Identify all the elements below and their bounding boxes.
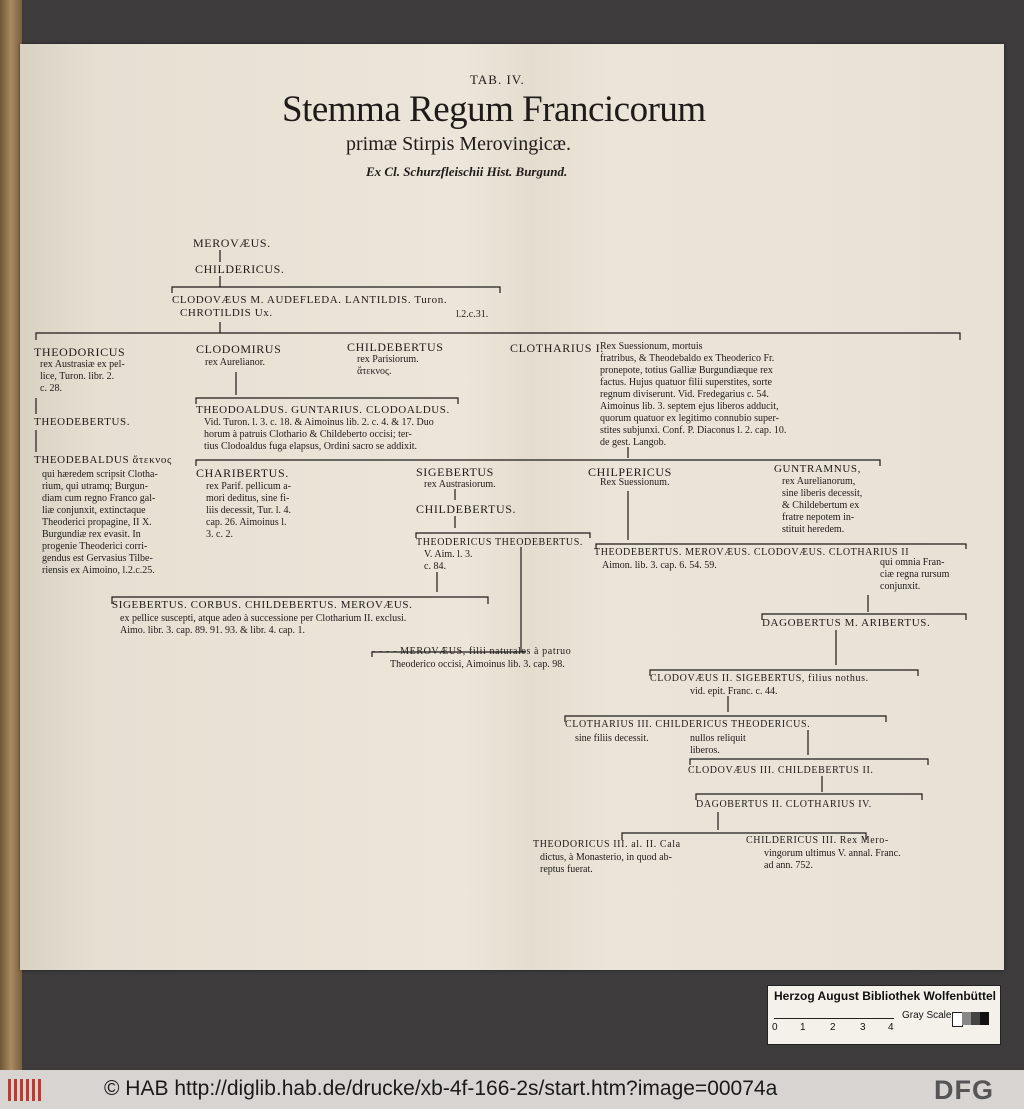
color-reference-card: Herzog August Bibliothek Wolfenbüttel 0 … [767, 985, 1001, 1045]
table-label: TAB. IV. [470, 72, 525, 87]
ruler-number: 3 [860, 1022, 866, 1033]
tree-connector-lines [35, 250, 967, 840]
node-childericus-3-note: vingorum ultimus V. annal. Franc. ad ann… [764, 848, 901, 871]
gray-swatch [962, 1012, 971, 1025]
page-title: Stemma Regum Francicorum [282, 89, 706, 130]
node-theodebaldus-note: qui hæredem scripsit Clotha- rium, qui u… [42, 469, 158, 576]
library-name: Herzog August Bibliothek Wolfenbüttel [774, 989, 996, 1003]
node-theodericus-ref: V. Aim. l. 3. c. 84. [424, 549, 473, 572]
node-clotharius-note-first: Rex Suessionum, mortuis fratribus, & The… [600, 341, 787, 448]
dfg-logo: DFG [934, 1075, 994, 1105]
node-clotharius-3: CLOTHARIUS III. CHILDERICUS THEODERICUS. [565, 719, 811, 730]
node-childericus-note: nullos reliquit liberos. [690, 733, 746, 756]
ruler-number: 1 [800, 1022, 806, 1033]
ruler-number: 4 [888, 1022, 894, 1033]
node-charibertus-note: rex Parif. pellicum a- mori deditus, sin… [206, 481, 292, 540]
node-dagobertus: DAGOBERTUS M. ARIBERTUS. [762, 617, 931, 629]
copyright-url: © HAB http://diglib.hab.de/drucke/xb-4f-… [104, 1077, 778, 1100]
scanned-page [20, 44, 1004, 970]
footer-bar: © HAB http://diglib.hab.de/drucke/xb-4f-… [0, 1070, 1024, 1109]
ruler-number: 2 [830, 1022, 836, 1033]
node-chrotildis: CHROTILDIS Ux. [180, 307, 273, 319]
node-clodovaeus: CLODOVÆUS M. AUDEFLEDA. LANTILDIS. Turon… [172, 294, 448, 306]
node-theodebertus-ref: Aimon. lib. 3. cap. 6. 54. 59. [602, 560, 717, 571]
book-spine [0, 0, 22, 1070]
node-theodebertus: THEODEBERTUS. [34, 416, 131, 428]
node-clodovaeus-2: CLODOVÆUS II. SIGEBERTUS, filius nothus. [650, 673, 869, 684]
node-merovaeus-naturales-note: Theoderico occisi, Aimoinus lib. 3. cap.… [390, 659, 565, 670]
node-sigebertus: SIGEBERTUS [416, 465, 494, 479]
node-theodoricus-3: THEODORICUS III. al. II. Cala [533, 839, 681, 850]
node-childebertus-note: rex Parisiorum. ἄτεκνος. [357, 354, 419, 377]
scale-ruler [774, 1008, 894, 1019]
source-citation: Ex Cl. Schurzfleischii Hist. Burgund. [366, 164, 568, 179]
node-guntramnus-note: rex Aurelianorum, sine liberis decessit,… [782, 476, 863, 535]
node-theodoricus: THEODORICUS [34, 345, 126, 359]
page-subtitle: primæ Stirpis Merovingicæ. [346, 133, 571, 155]
node-clotharius-3-note: sine filiis decessit. [575, 733, 649, 744]
gray-swatch [971, 1012, 980, 1025]
node-theodoaldus: THEODOALDUS. GUNTARIUS. CLODOALDUS. [196, 404, 450, 416]
node-clodomirus: CLODOMIRUS [196, 342, 282, 356]
library-logo-icon [8, 1079, 41, 1101]
node-sigebertus-note: rex Austrasiorum. [424, 479, 496, 490]
node-chrotildis-ref: l.2.c.31. [456, 309, 489, 320]
node-guntramnus: GUNTRAMNUS, [774, 463, 861, 475]
node-sigebertus-corbus: SIGEBERTUS. CORBUS. CHILDEBERTUS. MEROVÆ… [112, 599, 413, 611]
node-merovaeus-naturales: - - - - MEROVÆUS, filii naturales à patr… [372, 646, 572, 657]
node-childericus: CHILDERICUS. [195, 262, 285, 276]
node-childebertus: CHILDEBERTUS [347, 340, 444, 354]
node-theodoricus-3-note: dictus, à Monasterio, in quod ab- reptus… [540, 852, 672, 875]
gray-scale-label: Gray Scale [902, 1010, 952, 1021]
node-theodoaldus-note: Vid. Turon. l. 3. c. 18. & Aimoinus lib.… [204, 417, 434, 452]
ruler-number: 0 [772, 1022, 778, 1033]
node-dagobertus-2: DAGOBERTUS II. CLOTHARIUS IV. [696, 799, 872, 810]
node-theodericus-theodebertus: THEODERICUS THEODEBERTUS. [416, 537, 583, 548]
node-sigebertus-corbus-note: ex pellice suscepti, atque adeo à succes… [120, 613, 407, 636]
node-clodovaeus-2-note: vid. epit. Franc. c. 44. [690, 686, 778, 697]
node-chilpericus-note: Rex Suessionum. [600, 477, 670, 488]
node-charibertus: CHARIBERTUS. [196, 466, 289, 480]
node-clotharius: CLOTHARIUS I. [510, 341, 604, 355]
node-chilpericus: CHILPERICUS [588, 465, 672, 479]
node-clodomirus-note: rex Aurelianor. [205, 357, 265, 368]
node-theodoricus-note: rex Austrasiæ ex pel- lice, Turon. libr.… [40, 359, 125, 394]
node-childericus-3: CHILDERICUS III. Rex Mero- [746, 835, 889, 846]
node-clodovaeus-3: CLODOVÆUS III. CHILDEBERTUS II. [688, 765, 874, 776]
gray-swatch [980, 1012, 989, 1025]
node-childebertus-2: CHILDEBERTUS. [416, 502, 517, 516]
node-theodebertus-merovaeus: THEODEBERTUS. MEROVÆUS. CLODOVÆUS. CLOTH… [594, 547, 910, 558]
node-clotharius-2-note: qui omnia Fran- ciæ regna rursum conjunx… [880, 557, 950, 592]
node-merovaeus: MEROVÆUS. [193, 236, 271, 250]
node-theodebaldus: THEODEBALDUS ἄτεκνος [34, 454, 172, 466]
